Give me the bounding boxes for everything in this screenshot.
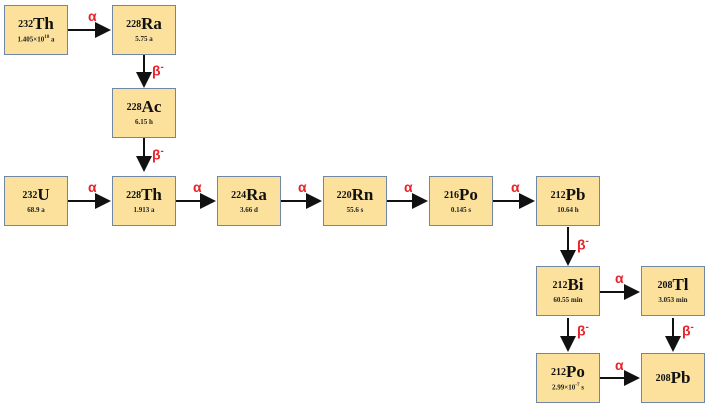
mass-number: 220	[336, 190, 352, 201]
element-symbol: Ra	[141, 14, 162, 33]
mass-number: 228	[126, 190, 142, 201]
mass-number: 224	[231, 190, 247, 201]
nuclide-th228: 228Th 1.913 a	[112, 176, 176, 226]
half-life: 60.55 min	[553, 296, 583, 304]
beta-label: β-	[682, 322, 694, 339]
alpha-label: α	[88, 8, 97, 24]
element-symbol: Th	[33, 14, 54, 33]
alpha-label: α	[298, 179, 307, 195]
nuclide-po212: 212Po 2.99×10-7 s	[536, 353, 600, 403]
element-symbol: Po	[566, 362, 585, 381]
mass-number: 216	[444, 190, 460, 201]
half-life: 55.6 s	[346, 206, 364, 214]
element-symbol: Ra	[246, 185, 267, 204]
nuclide-bi212: 212Bi 60.55 min	[536, 266, 600, 316]
alpha-label: α	[88, 179, 97, 195]
half-life: 3.053 min	[658, 296, 688, 304]
half-life: 6.15 h	[135, 118, 153, 126]
half-life: 68.9 a	[27, 206, 45, 214]
mass-number: 212	[552, 280, 568, 291]
alpha-label: α	[615, 357, 624, 373]
half-life: 1.405×1010 a	[17, 35, 55, 44]
beta-label: β-	[577, 322, 589, 339]
element-symbol: Pb	[670, 368, 691, 387]
nuclide-ra224: 224Ra 3.66 d	[217, 176, 281, 226]
element-symbol: Tl	[672, 275, 689, 294]
nuclide-ac228: 228Ac 6.15 h	[112, 88, 176, 138]
mass-number: 212	[551, 367, 567, 378]
mass-number: 232	[22, 190, 38, 201]
alpha-label: α	[404, 179, 413, 195]
element-symbol: Th	[141, 185, 162, 204]
element-symbol: Rn	[351, 185, 374, 204]
element-symbol: Bi	[567, 275, 584, 294]
alpha-label: α	[615, 270, 624, 286]
half-life: 0.145 s	[450, 206, 472, 214]
nuclide-pb208: 208Pb	[641, 353, 705, 403]
mass-number: 232	[18, 19, 34, 30]
half-life: 3.66 d	[240, 206, 258, 214]
nuclide-u232: 232U 68.9 a	[4, 176, 68, 226]
mass-number: 208	[655, 373, 671, 384]
half-life: 10.64 h	[557, 206, 579, 214]
half-life: 1.913 a	[133, 206, 155, 214]
element-symbol: Po	[459, 185, 478, 204]
alpha-label: α	[193, 179, 202, 195]
mass-number: 228	[126, 19, 142, 30]
nuclide-ra228: 228Ra 5.75 a	[112, 5, 176, 55]
nuclide-rn220: 220Rn 55.6 s	[323, 176, 387, 226]
mass-number: 208	[657, 280, 673, 291]
beta-label: β-	[152, 62, 164, 79]
element-symbol: Pb	[565, 185, 586, 204]
element-symbol: U	[37, 185, 50, 204]
beta-label: β-	[152, 146, 164, 163]
nuclide-th232: 232Th 1.405×1010 a	[4, 5, 68, 55]
half-life: 2.99×10-7 s	[552, 383, 584, 392]
mass-number: 212	[550, 190, 566, 201]
alpha-label: α	[511, 179, 520, 195]
beta-label: β-	[577, 236, 589, 253]
half-life: 5.75 a	[135, 35, 153, 43]
element-symbol: Ac	[141, 97, 162, 116]
nuclide-po216: 216Po 0.145 s	[429, 176, 493, 226]
mass-number: 228	[126, 102, 142, 113]
nuclide-tl208: 208Tl 3.053 min	[641, 266, 705, 316]
nuclide-pb212: 212Pb 10.64 h	[536, 176, 600, 226]
